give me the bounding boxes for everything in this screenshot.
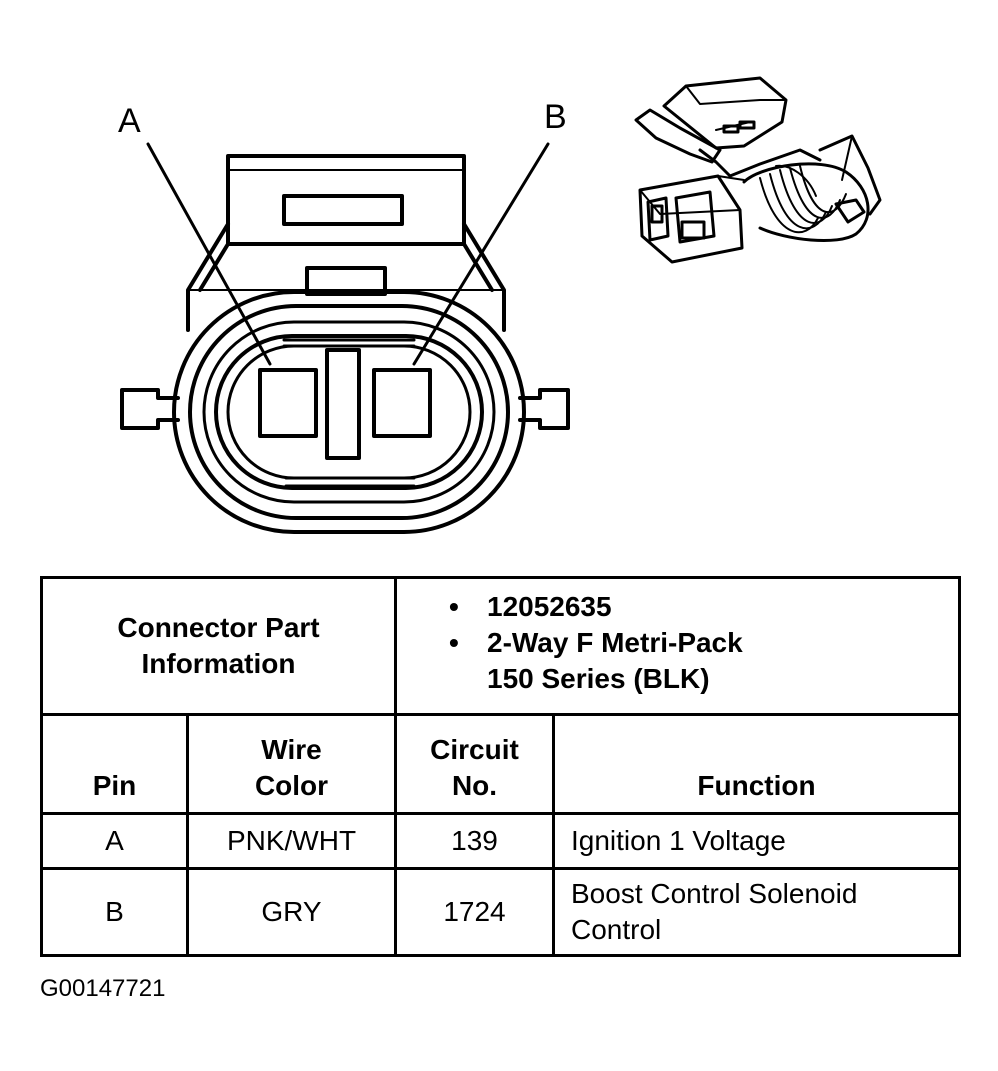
- cell-wire-color: PNK/WHT: [186, 812, 397, 870]
- leader-line-b: [412, 142, 550, 366]
- table-row: B GRY 1724 Boost Control Solenoid Contro…: [40, 867, 961, 957]
- cell-wire-color: GRY: [186, 867, 397, 957]
- cell-function: Ignition 1 Voltage: [552, 812, 961, 870]
- connector-table: Connector Part Information 12052635 2-Wa…: [40, 576, 961, 957]
- connector-type-line2: 150 Series (BLK): [487, 663, 710, 694]
- connector-face-view: [120, 142, 570, 534]
- connector-info-item: 12052635: [449, 589, 958, 625]
- connector-info-item: 2-Way F Metri-Pack 150 Series (BLK): [449, 625, 958, 697]
- pin-label-a: A: [118, 102, 141, 140]
- figure-id: G00147721: [40, 975, 166, 1002]
- connector-isometric-view: [634, 76, 882, 264]
- header-wire-color: Wire Color: [186, 713, 397, 815]
- connector-info-list: 12052635 2-Way F Metri-Pack 150 Series (…: [449, 589, 958, 697]
- connector-info-label: Connector Part Information: [40, 576, 397, 716]
- connector-info-values: 12052635 2-Way F Metri-Pack 150 Series (…: [394, 576, 961, 716]
- part-number: 12052635: [487, 591, 612, 622]
- header-pin: Pin: [40, 713, 189, 815]
- connector-info-row: Connector Part Information 12052635 2-Wa…: [40, 576, 961, 716]
- connector-info-label-line2: Information: [141, 648, 296, 679]
- header-function: Function: [552, 713, 961, 815]
- cell-function: Boost Control Solenoid Control: [552, 867, 961, 957]
- table-row: A PNK/WHT 139 Ignition 1 Voltage: [40, 812, 961, 870]
- connector-info-label-line1: Connector Part: [117, 612, 320, 643]
- table-header-row: Pin Wire Color Circuit No. Function: [40, 713, 961, 815]
- connector-type-line1: 2-Way F Metri-Pack: [487, 627, 743, 658]
- leader-line-a: [146, 142, 272, 366]
- header-circuit-no: Circuit No.: [394, 713, 555, 815]
- cell-circuit: 1724: [394, 867, 555, 957]
- pin-label-b: B: [544, 98, 567, 136]
- terminal-cavity-b: [372, 368, 432, 438]
- cell-pin: B: [40, 867, 189, 957]
- terminal-cavity-a: [258, 368, 318, 438]
- cell-pin: A: [40, 812, 189, 870]
- connector-diagram: [120, 76, 882, 534]
- cell-circuit: 139: [394, 812, 555, 870]
